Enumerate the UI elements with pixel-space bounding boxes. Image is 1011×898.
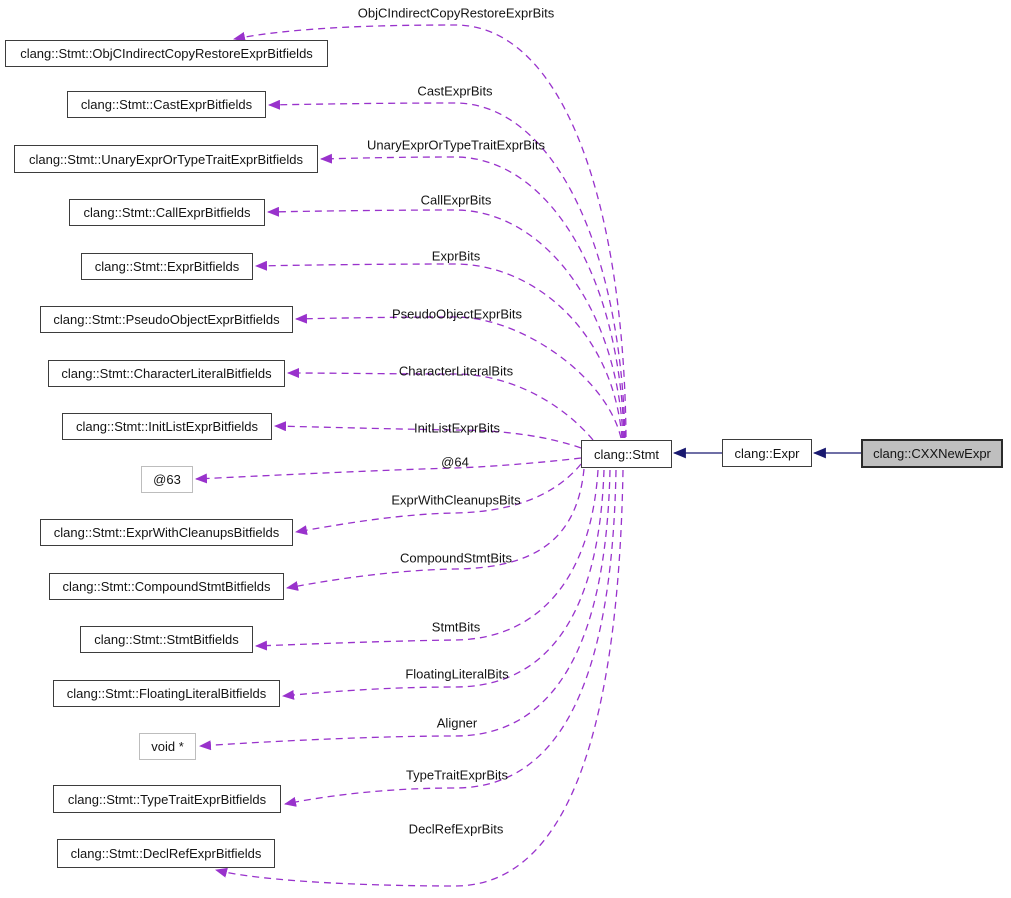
edge-label-at64: @64 — [441, 454, 469, 470]
node-cast-expr-bitfields[interactable]: clang::Stmt::CastExprBitfields — [67, 91, 266, 118]
node-label: clang::Stmt::CharacterLiteralBitfields — [61, 366, 272, 381]
edge-pseudoobjectexprbits — [295, 313, 622, 439]
node-pseudo-object-expr-bitfields[interactable]: clang::Stmt::PseudoObjectExprBitfields — [40, 306, 293, 333]
edge-label-declrefexprbits: DeclRefExprBits — [408, 821, 504, 837]
edge-compoundstmtbits — [286, 468, 585, 591]
node-character-literal-bitfields[interactable]: clang::Stmt::CharacterLiteralBitfields — [48, 360, 285, 387]
edge-objcindirectcopyrestoreexprbits — [233, 24, 627, 438]
node-label: void * — [151, 739, 184, 754]
node-anon-63: @63 — [141, 466, 193, 493]
node-label: @63 — [153, 472, 181, 487]
edge-label-pseudoobjectexprbits: PseudoObjectExprBits — [391, 306, 523, 322]
node-label: clang::CXXNewExpr — [873, 446, 991, 461]
edge-declrefexprbits — [215, 469, 624, 887]
node-void-pointer: void * — [139, 733, 196, 760]
edge-label-callexprbits: CallExprBits — [420, 192, 492, 208]
node-expr-bitfields[interactable]: clang::Stmt::ExprBitfields — [81, 253, 253, 280]
edge-label-objcindirectcopyrestoreexprbits: ObjCIndirectCopyRestoreExprBits — [357, 5, 555, 21]
edge-characterliteralbits — [287, 368, 594, 441]
node-objc-indirect-copy-restore-expr-bitfields[interactable]: clang::Stmt::ObjCIndirectCopyRestoreExpr… — [5, 40, 328, 67]
edge-label-floatingliteralbits: FloatingLiteralBits — [405, 666, 509, 682]
node-decl-ref-expr-bitfields[interactable]: clang::Stmt::DeclRefExprBitfields — [57, 839, 275, 868]
edge-label-typetraitexprbits: TypeTraitExprBits — [405, 767, 509, 783]
edge-callexprbits — [267, 206, 624, 439]
node-floating-literal-bitfields[interactable]: clang::Stmt::FloatingLiteralBitfields — [53, 680, 280, 707]
node-expr-with-cleanups-bitfields[interactable]: clang::Stmt::ExprWithCleanupsBitfields — [40, 519, 293, 546]
node-call-expr-bitfields[interactable]: clang::Stmt::CallExprBitfields — [69, 199, 265, 226]
node-label: clang::Stmt::DeclRefExprBitfields — [70, 846, 262, 861]
edge-label-exprbits: ExprBits — [431, 248, 481, 264]
node-label: clang::Stmt::FloatingLiteralBitfields — [66, 686, 267, 701]
edge-floatingliteralbits — [282, 469, 605, 700]
node-label: clang::Stmt::StmtBitfields — [94, 632, 239, 647]
node-label: clang::Stmt::ExprBitfields — [94, 259, 240, 274]
edge-label-compoundstmtbits: CompoundStmtBits — [400, 550, 512, 566]
node-label: clang::Stmt — [593, 446, 660, 462]
node-expr[interactable]: clang::Expr — [722, 439, 812, 467]
node-type-trait-expr-bitfields[interactable]: clang::Stmt::TypeTraitExprBitfields — [53, 785, 281, 813]
edge-label-characterliteralbits: CharacterLiteralBits — [398, 363, 514, 379]
edge-castexprbits — [268, 99, 626, 439]
node-label: clang::Stmt::CompoundStmtBitfields — [62, 579, 271, 594]
node-cxx-new-expr: clang::CXXNewExpr — [861, 439, 1003, 468]
edge-label-unaryexprortypetraitexprbits: UnaryExprOrTypeTraitExprBits — [367, 137, 545, 153]
node-stmt[interactable]: clang::Stmt — [581, 440, 672, 468]
edge-typetraitexprbits — [284, 469, 617, 807]
node-label: clang::Stmt::CallExprBitfields — [83, 205, 251, 220]
node-compound-stmt-bitfields[interactable]: clang::Stmt::CompoundStmtBitfields — [49, 573, 284, 600]
node-label: clang::Stmt::InitListExprBitfields — [75, 419, 259, 434]
node-unary-expr-or-type-trait-expr-bitfields[interactable]: clang::Stmt::UnaryExprOrTypeTraitExprBit… — [14, 145, 318, 173]
node-label: clang::Stmt::ObjCIndirectCopyRestoreExpr… — [20, 46, 313, 61]
edge-unaryexprortypetraitexprbits — [320, 153, 625, 439]
node-label: clang::Expr — [734, 445, 800, 461]
edge-label-castexprbits: CastExprBits — [417, 83, 493, 99]
edge-label-exprwithcleanupsbits: ExprWithCleanupsBits — [391, 492, 521, 508]
node-label: clang::Stmt::PseudoObjectExprBitfields — [53, 312, 280, 327]
edge-label-stmtbits: StmtBits — [431, 619, 481, 635]
edge-exprwithcleanupsbits — [295, 463, 582, 536]
node-init-list-expr-bitfields[interactable]: clang::Stmt::InitListExprBitfields — [62, 413, 272, 440]
node-label: clang::Stmt::ExprWithCleanupsBitfields — [53, 525, 280, 540]
edge-exprbits — [255, 260, 623, 439]
edge-label-aligner: Aligner — [436, 715, 478, 731]
node-stmt-bitfields[interactable]: clang::Stmt::StmtBitfields — [80, 626, 253, 653]
edge-at64 — [195, 457, 582, 484]
edge-aligner — [199, 469, 611, 751]
edge-stmtbits — [255, 469, 599, 651]
node-label: clang::Stmt::UnaryExprOrTypeTraitExprBit… — [28, 151, 304, 167]
node-label: clang::Stmt::CastExprBitfields — [80, 97, 253, 112]
node-label: clang::Stmt::TypeTraitExprBitfields — [67, 791, 267, 807]
edge-label-initlistexprbits: InitListExprBits — [414, 420, 500, 436]
edge-initlistexprbits — [274, 421, 582, 449]
